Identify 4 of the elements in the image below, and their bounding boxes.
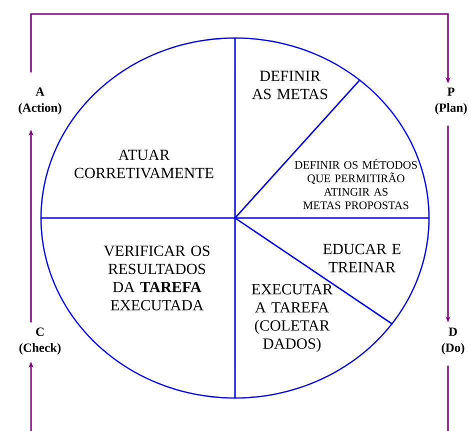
phase-label: C (Check) (19, 328, 61, 354)
phase-label: D (Do) (442, 328, 464, 354)
phase-label: A (Action) (18, 88, 62, 114)
phase-label: P (Plan) (435, 88, 467, 114)
